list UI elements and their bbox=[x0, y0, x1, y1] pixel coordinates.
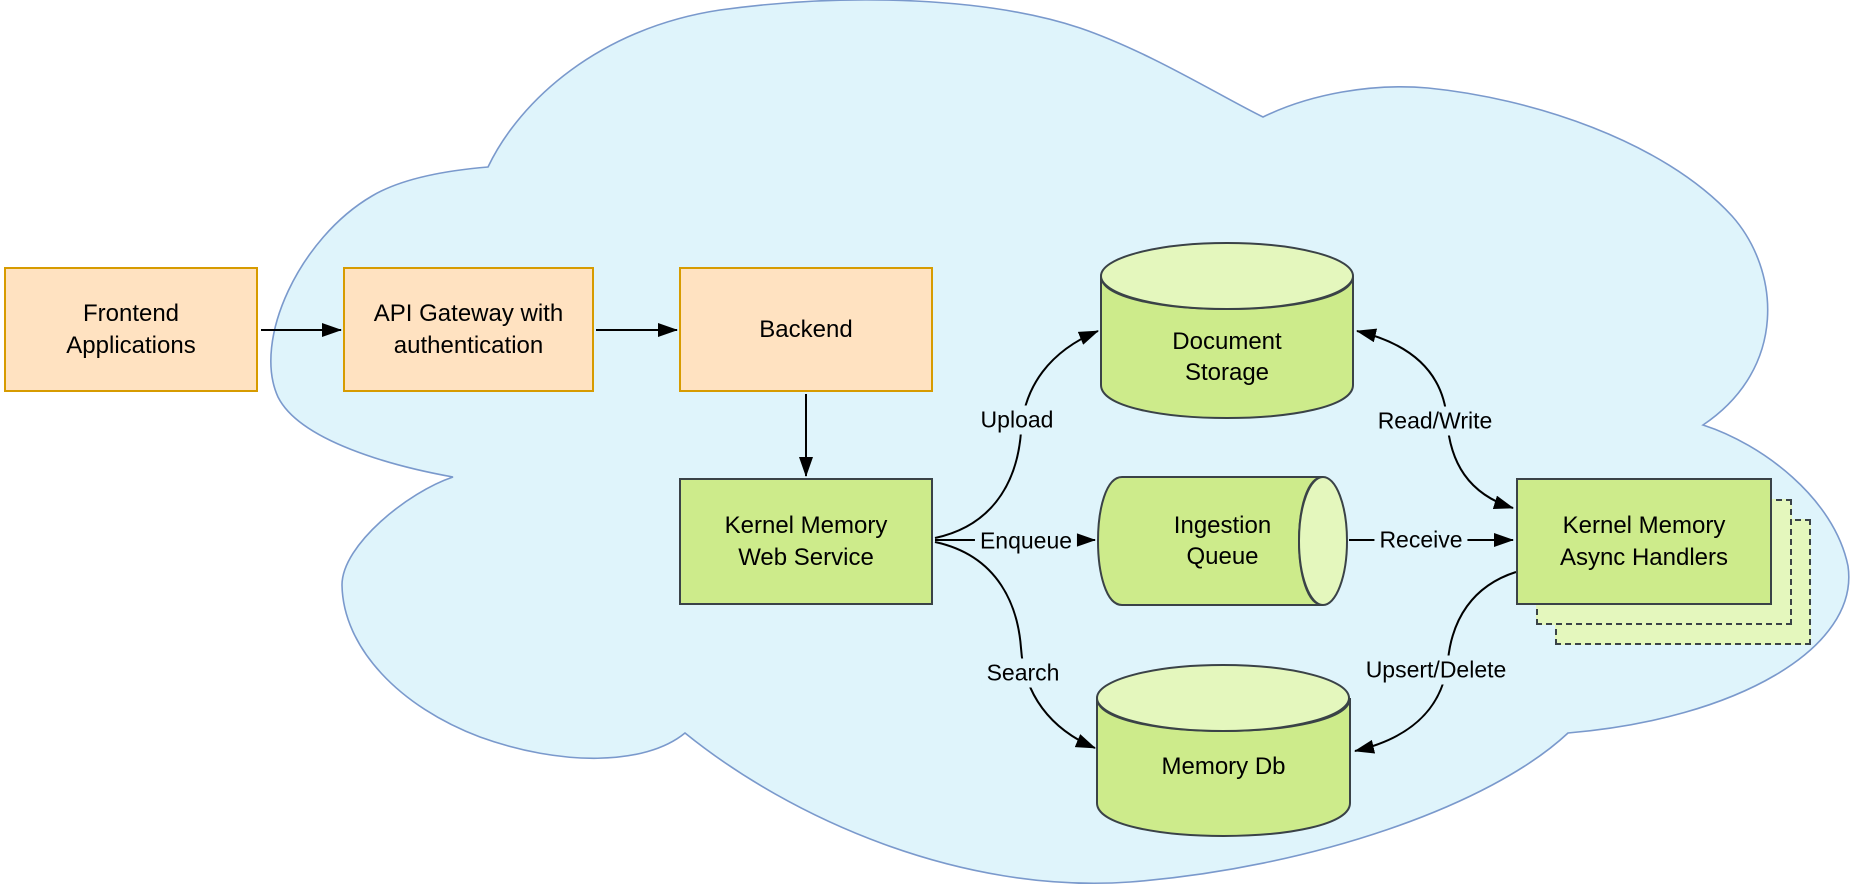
node-kernel-memory-web-service: Kernel Memory Web Service bbox=[679, 478, 933, 605]
node-label: authentication bbox=[393, 331, 544, 359]
node-label: Web Service bbox=[738, 543, 874, 571]
node-label: Applications bbox=[66, 331, 196, 359]
arrow-search bbox=[934, 541, 1096, 749]
node-kernel-memory-async-handlers: Kernel Memory Async Handlers bbox=[1516, 478, 1772, 605]
edge-label-read-write: Read/Write bbox=[1372, 406, 1498, 436]
node-backend: Backend bbox=[679, 267, 933, 392]
ingestion-queue-body bbox=[1097, 476, 1324, 606]
node-label: API Gateway with bbox=[373, 300, 564, 328]
edge-label-upload: Upload bbox=[975, 405, 1059, 435]
node-api-gateway: API Gateway with authentication bbox=[343, 267, 594, 392]
node-label: Backend bbox=[759, 315, 853, 343]
node-label: Async Handlers bbox=[1559, 543, 1729, 571]
document-storage-cylinder bbox=[1100, 242, 1354, 419]
node-label: Kernel Memory bbox=[1562, 512, 1726, 540]
edge-label-receive: Receive bbox=[1374, 525, 1468, 555]
node-label: Kernel Memory bbox=[724, 512, 888, 540]
memory-db-cylinder bbox=[1096, 664, 1351, 837]
cloud-boundary-shape bbox=[270, 0, 1850, 884]
ingestion-queue-cap bbox=[1298, 476, 1348, 606]
edge-label-upsert-delete: Upsert/Delete bbox=[1360, 655, 1512, 685]
ingestion-queue-cylinder bbox=[1097, 476, 1348, 606]
memory-db-top bbox=[1096, 664, 1350, 732]
node-frontend-applications: Frontend Applications bbox=[4, 267, 258, 392]
edge-label-enqueue: Enqueue bbox=[974, 526, 1078, 556]
node-label: Frontend bbox=[82, 300, 180, 328]
document-storage-top bbox=[1100, 242, 1354, 310]
edge-label-search: Search bbox=[981, 658, 1065, 688]
